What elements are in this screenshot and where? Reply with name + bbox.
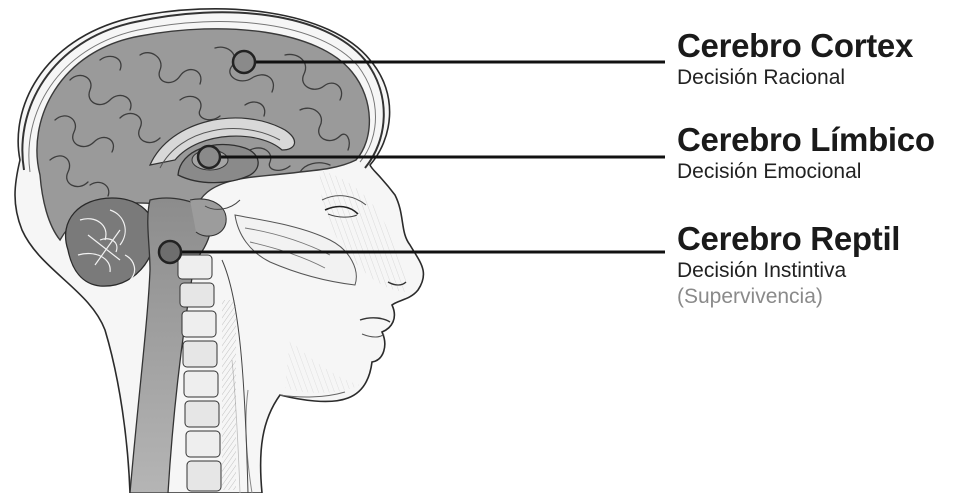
limbic-marker-icon	[198, 146, 220, 168]
limbic-title: Cerebro Límbico	[677, 121, 935, 159]
cortex-title: Cerebro Cortex	[677, 27, 913, 65]
reptile-marker-icon	[159, 241, 181, 263]
cortex-label: Cerebro Cortex Decisión Racional	[677, 27, 913, 91]
cortex-subtitle: Decisión Racional	[677, 65, 913, 91]
limbic-label: Cerebro Límbico Decisión Emocional	[677, 121, 935, 185]
reptile-note: (Supervivencia)	[677, 284, 900, 310]
reptile-title: Cerebro Reptil	[677, 220, 900, 258]
cortex-marker-icon	[233, 51, 255, 73]
reptile-label: Cerebro Reptil Decisión Instintiva (Supe…	[677, 220, 900, 310]
limbic-subtitle: Decisión Emocional	[677, 159, 935, 185]
reptile-subtitle: Decisión Instintiva	[677, 258, 900, 284]
